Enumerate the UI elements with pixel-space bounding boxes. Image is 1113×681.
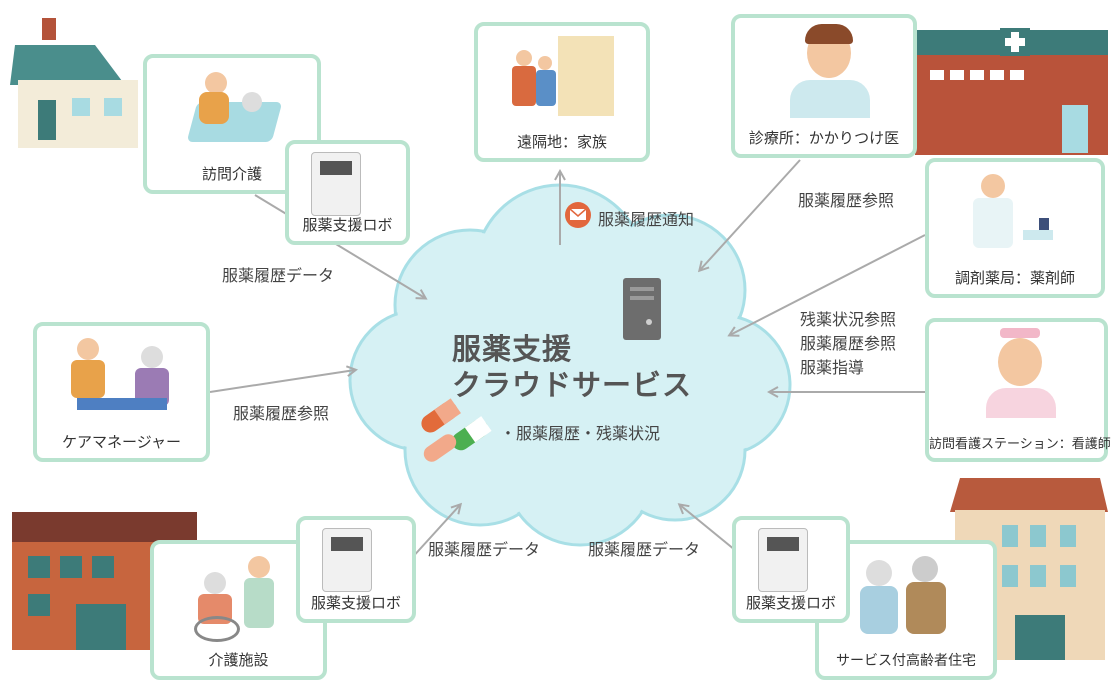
node-label-pharmacy: 調剤薬局：薬剤師 [954, 269, 1075, 287]
node-care-facility: 介護施設 [150, 540, 327, 680]
node-label-nursing-station: 訪問看護ステーション：看護師 [929, 437, 1111, 452]
node-label-care-facility: 介護施設 [208, 651, 269, 669]
cloud-title-line1: 服薬支援 [452, 332, 573, 366]
arrow-care-manager [209, 370, 355, 393]
pills-icon [421, 398, 492, 462]
node-label-care-manager: ケアマネージャー [62, 433, 181, 451]
robot-card-housing: 服薬支援ロボ [732, 516, 850, 623]
node-family: 遠隔地：家族 [474, 22, 650, 162]
node-label-clinic: 診療所：かかりつけ医 [748, 129, 900, 147]
robot-label-home: 服薬支援ロボ [302, 216, 393, 234]
caregiver-illustration [186, 72, 283, 150]
node-label-family: 遠隔地：家族 [516, 133, 607, 151]
node-care-manager: ケアマネージャー [33, 322, 210, 462]
cloud-content-item: ・服薬履歴・残薬状況 [500, 424, 661, 443]
clinic-building-icon [915, 28, 1108, 155]
pharmacist-illustration [969, 174, 1069, 259]
node-clinic: 診療所：かかりつけ医 [731, 14, 917, 158]
facility-care-illustration [194, 556, 294, 642]
node-pharmacy: 調剤薬局：薬剤師 [925, 158, 1105, 298]
node-label-home-care: 訪問介護 [201, 165, 262, 183]
robot-card-facility: 服薬支援ロボ [296, 516, 416, 623]
node-label-senior-housing: サービス付高齢者住宅 [836, 653, 976, 669]
edge-label-family-notify: 服薬履歴通知 [598, 210, 695, 229]
arrow-facility [409, 505, 460, 561]
robot-card-home: 服薬支援ロボ [285, 140, 410, 245]
arrow-pharmacy [730, 234, 926, 335]
edge-label-pharmacy-ref-1: 残薬状況参照 [800, 310, 897, 329]
edge-label-pharmacy-ref-3: 服薬指導 [800, 358, 865, 377]
robot-device-icon [322, 528, 372, 592]
mail-icon [565, 202, 591, 228]
arrow-clinic [700, 159, 801, 270]
edge-label-pharmacy-ref-2: 服薬履歴参照 [800, 334, 897, 353]
care-manager-illustration [67, 336, 177, 421]
robot-device-icon [758, 528, 808, 592]
edge-label-facility-data: 服薬履歴データ [428, 540, 541, 559]
server-icon [623, 278, 661, 340]
arrow-home-care [254, 194, 425, 298]
edge-label-clinic-ref: 服薬履歴参照 [798, 191, 895, 210]
nurse-illustration [984, 328, 1064, 418]
node-nursing-station: 訪問看護ステーション：看護師 [925, 318, 1111, 462]
arrows [209, 159, 926, 561]
house-icon [10, 18, 138, 148]
elderly-couple-illustration [854, 556, 964, 641]
cloud-title-line2: クラウドサービス [452, 368, 693, 402]
robot-device-icon [311, 152, 361, 216]
edge-label-home-data: 服薬履歴データ [222, 266, 335, 285]
arrow-housing [680, 505, 736, 551]
edge-label-care-manager-ref: 服薬履歴参照 [233, 404, 330, 423]
edge-label-housing-data: 服薬履歴データ [588, 540, 701, 559]
family-illustration [508, 36, 618, 126]
doctor-illustration [785, 24, 875, 118]
robot-label-housing: 服薬支援ロボ [745, 594, 836, 612]
robot-label-facility: 服薬支援ロボ [310, 594, 401, 612]
